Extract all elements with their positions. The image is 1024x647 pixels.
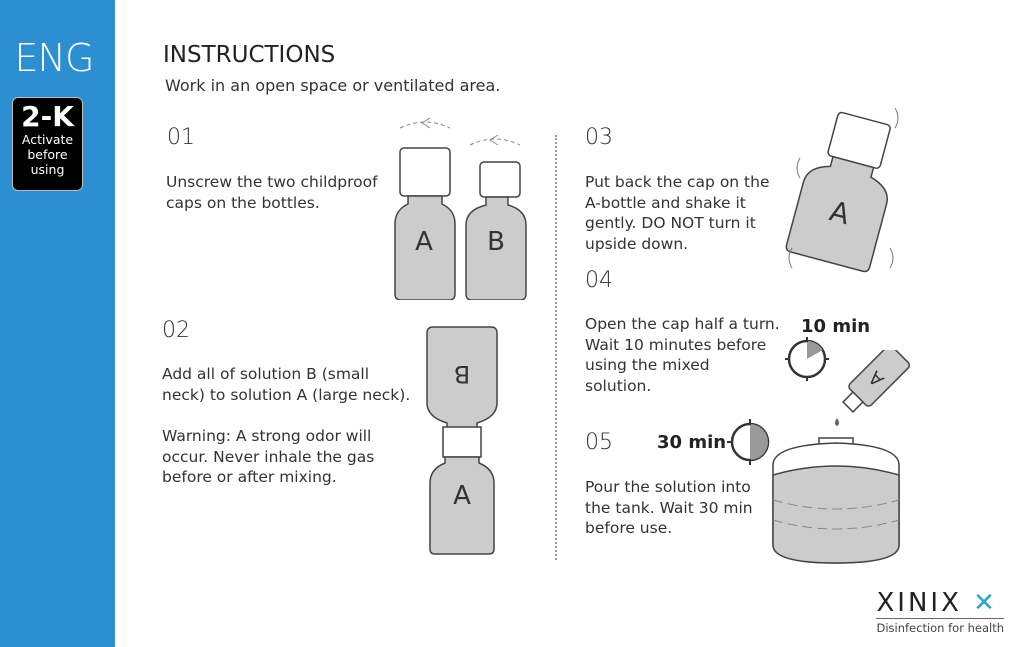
timer-label: 10 min — [801, 316, 871, 337]
xinix-logo: XINIX ✕ Disinfection for health — [876, 588, 1004, 635]
badge-line: before — [27, 147, 68, 162]
bottle-b-label: B — [454, 360, 470, 388]
shaking-bottle-illustration: A — [785, 107, 899, 273]
badge-line: Activate — [21, 132, 74, 147]
logo-word: XINIX — [876, 588, 962, 618]
step-number: 01 — [167, 125, 195, 150]
language-label: ENG — [14, 36, 95, 80]
page-subtitle: Work in an open space or ventilated area… — [165, 76, 501, 95]
step-number: 05 — [585, 430, 613, 455]
step-text: Open the cap half a turn. Wait 10 minute… — [585, 315, 780, 395]
clock-10min-icon — [785, 337, 829, 381]
step-number: 03 — [585, 125, 613, 150]
pouring-bottles-illustration: B A — [426, 326, 498, 555]
step-number: 02 — [162, 318, 190, 343]
two-bottles-illustration: A B — [394, 117, 527, 300]
step-text: Add all of solution B (small neck) to so… — [162, 365, 411, 404]
bottle-a-label: A — [415, 227, 433, 257]
logo-tagline: Disinfection for health — [876, 618, 1004, 635]
activation-badge: 2-K Activate before using — [12, 97, 83, 191]
badge-line: using — [30, 162, 65, 177]
logo-wordmark: XINIX ✕ — [876, 588, 1004, 618]
timer-label: 30 min — [657, 432, 727, 453]
page-title: INSTRUCTIONS — [163, 42, 336, 68]
step-text: Put back the cap on the A-bottle and sha… — [585, 173, 770, 253]
step-text: Unscrew the two childproof caps on the b… — [166, 173, 378, 212]
bottle-b-label: B — [487, 227, 505, 257]
sidebar: ENG 2-K Activate before using — [0, 0, 115, 647]
tank-pouring-illustration: A — [772, 350, 910, 564]
warning-text: Warning: A strong odor will occur. Never… — [162, 427, 375, 486]
step-number: 04 — [585, 268, 613, 293]
clock-30min-icon — [727, 419, 770, 465]
bottle-a-label: A — [453, 481, 471, 511]
badge-title: 2-K — [21, 100, 74, 133]
logo-x-icon: ✕ — [973, 588, 998, 618]
step-text: Pour the solution into the tank. Wait 30… — [585, 478, 753, 537]
column-divider — [555, 135, 557, 560]
